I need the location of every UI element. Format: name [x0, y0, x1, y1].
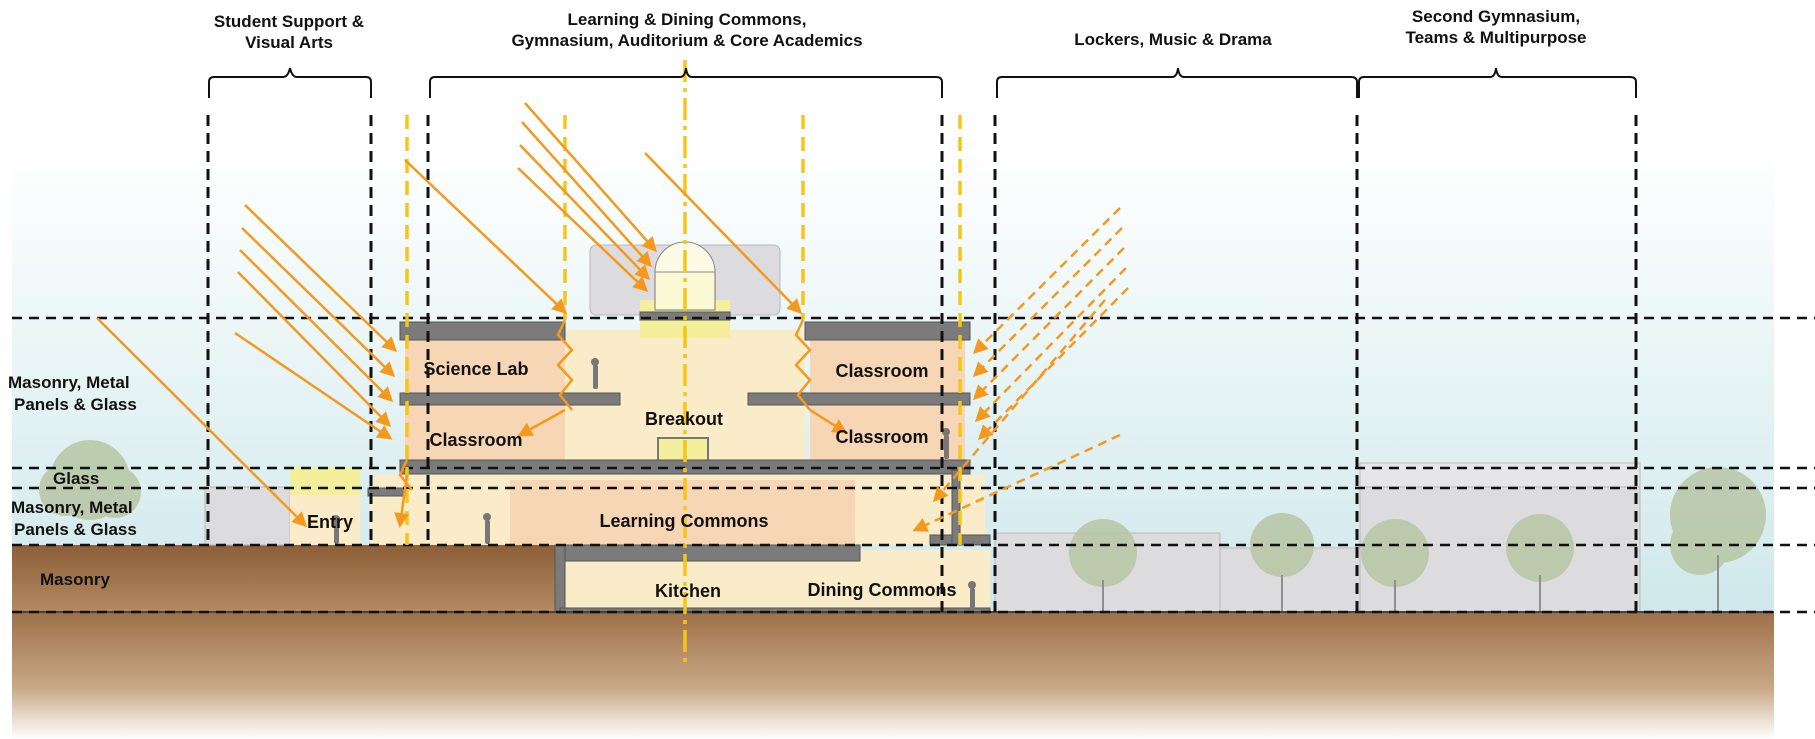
zone-label-student-support: Student Support &: [214, 12, 364, 31]
zone-label-lockers: Lockers, Music & Drama: [1074, 30, 1272, 49]
room-label-breakout: Breakout: [645, 409, 723, 429]
room-label-dining-commons: Dining Commons: [808, 580, 957, 600]
classroom-upper-left-room: [405, 405, 565, 460]
sun-arrows: [96, 102, 848, 528]
tree-icon: [39, 440, 1766, 587]
band-label-masonry: Masonry: [40, 570, 110, 589]
entry-glass: [290, 467, 360, 495]
band-label-upper-2: Panels & Glass: [14, 395, 137, 414]
sun-arrows-dashed: [912, 207, 1129, 532]
room-label-learning-commons: Learning Commons: [599, 511, 768, 531]
person-icon: [332, 358, 976, 610]
zone-label-learning-dining: Learning & Dining Commons,: [568, 10, 807, 29]
ground-section: [12, 612, 1774, 739]
zone-label-second-gym-2: Teams & Multipurpose: [1405, 28, 1586, 47]
room-label-classroom-upper-left: Classroom: [429, 430, 522, 450]
room-label-classroom-lower-right: Classroom: [835, 427, 928, 447]
rooms: [290, 241, 990, 612]
basement-dining: [930, 550, 990, 612]
band-divider-lines: [12, 316, 1815, 614]
band-label-lower-2: Panels & Glass: [14, 520, 137, 539]
learning-commons-room: [510, 480, 855, 545]
band-label-upper: Masonry, Metal: [8, 373, 130, 392]
zone-label-student-support-2: Visual Arts: [245, 33, 333, 52]
science-lab-room: [405, 340, 565, 395]
zone-brackets: [208, 67, 1637, 98]
zone-divider-lines: [206, 115, 1638, 612]
zone-label-second-gym: Second Gymnasium,: [1412, 7, 1580, 26]
room-label-kitchen: Kitchen: [655, 581, 721, 601]
tree-trunks: [1102, 555, 1719, 612]
zone-label-learning-dining-2: Gymnasium, Auditorium & Core Academics: [511, 31, 862, 50]
band-label-lower: Masonry, Metal: [11, 498, 133, 517]
classroom-upper-right-room: [810, 340, 965, 395]
light-zigzags: [398, 319, 812, 491]
masonry-ground-band: [12, 545, 560, 612]
room-label-science-lab: Science Lab: [423, 359, 528, 379]
band-label-glass: Glass: [53, 469, 99, 488]
room-label-classroom-upper-right: Classroom: [835, 361, 928, 381]
room-label-entry: Entry: [307, 512, 353, 532]
